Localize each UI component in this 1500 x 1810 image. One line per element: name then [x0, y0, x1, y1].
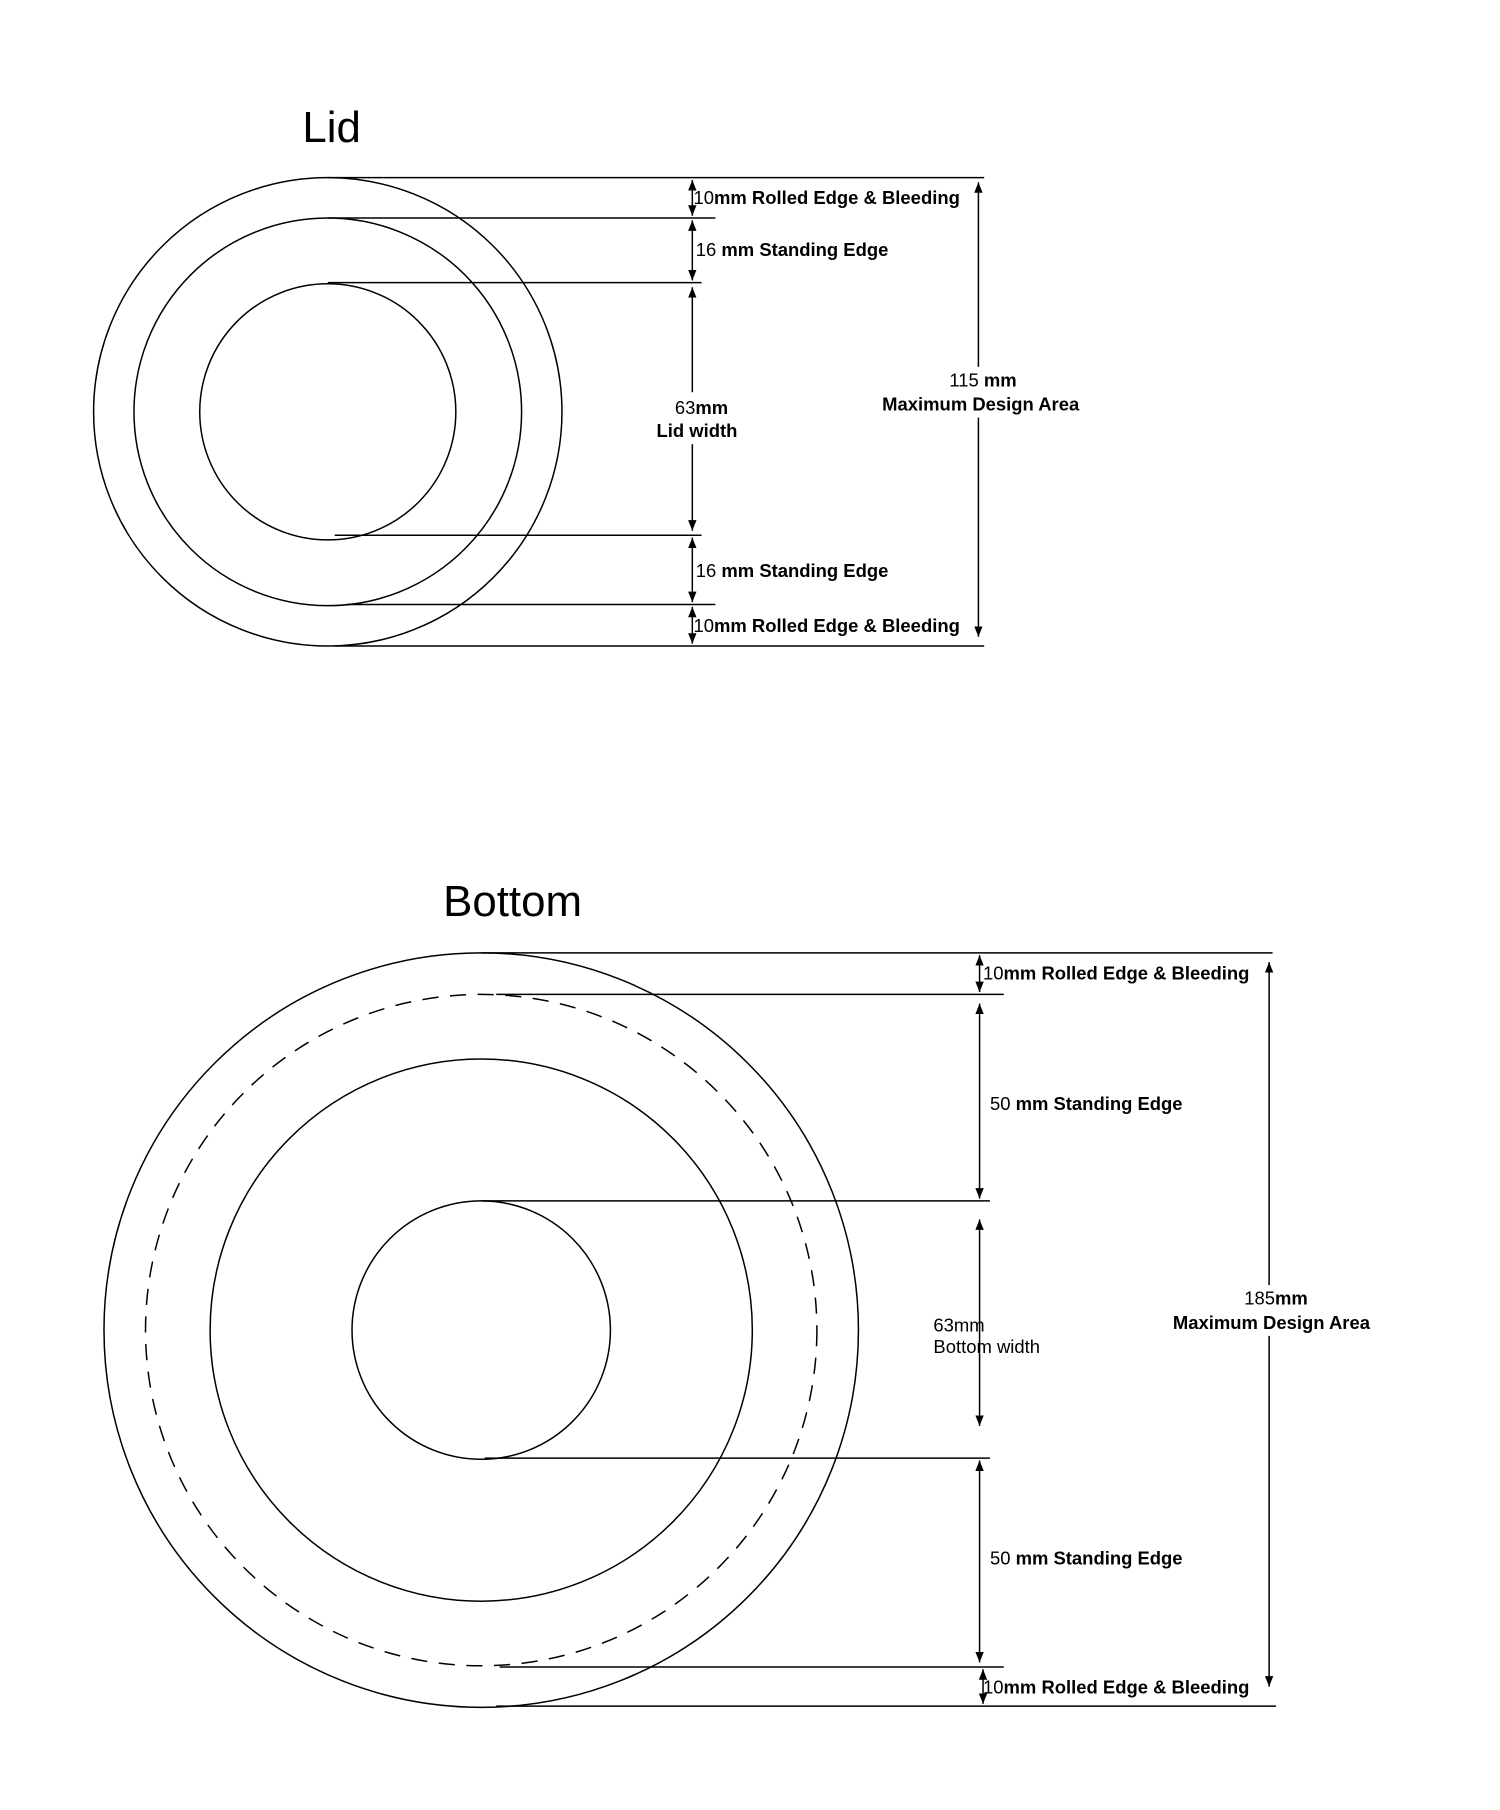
lid-title: Lid: [302, 103, 360, 152]
bottom-top-standing-label: 50 mm Standing Edge: [990, 1093, 1183, 1114]
bottom-title: Bottom: [443, 877, 582, 926]
lid-inner-circle: [198, 283, 457, 541]
lid-outer-circle: [92, 176, 563, 647]
lid-top-rolled-label: 10mm Rolled Edge & Bleeding: [693, 187, 959, 208]
lid-standing-circle: [133, 217, 523, 607]
lid-top-standing-label: 16 mm Standing Edge: [696, 239, 889, 260]
bottom-width-label: Bottom width: [933, 1336, 1040, 1357]
lid-diagram: Lid 10mm Rolled Edge & Bleeding 16 mm St…: [92, 103, 1080, 647]
bottom-inner-circle: [351, 1200, 612, 1461]
lid-width-value: 63mm: [675, 397, 728, 418]
bottom-dashed-circle: [144, 993, 818, 1667]
lid-width-label: Lid width: [656, 420, 737, 441]
bottom-max-value: 185mm: [1244, 1288, 1308, 1309]
bottom-max-label: Maximum Design Area: [1173, 1312, 1371, 1333]
lid-bottom-rolled-label: 10mm Rolled Edge & Bleeding: [693, 615, 959, 636]
bottom-bottom-standing-label: 50 mm Standing Edge: [990, 1547, 1183, 1568]
lid-max-value: 115 mm: [949, 369, 1016, 390]
bottom-width-value: 63mm: [933, 1314, 984, 1335]
bottom-standing-circle: [209, 1058, 754, 1602]
bottom-outer-circle: [103, 952, 860, 1709]
lid-max-label: Maximum Design Area: [882, 394, 1080, 415]
bottom-bottom-rolled-label: 10mm Rolled Edge & Bleeding: [983, 1676, 1249, 1697]
bottom-diagram: Bottom 10mm Rolled Edge & Bleeding 50 mm…: [103, 877, 1371, 1709]
bottom-top-rolled-label: 10mm Rolled Edge & Bleeding: [983, 962, 1249, 983]
lid-bottom-standing-label: 16 mm Standing Edge: [696, 560, 889, 581]
